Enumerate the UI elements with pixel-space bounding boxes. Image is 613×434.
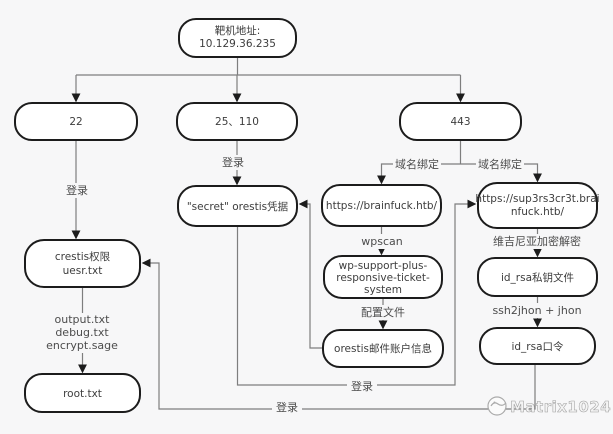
node-wp-plugin: wp-support-plus- responsive-ticket- syst…: [323, 255, 443, 299]
svg-text:crestis权限: crestis权限: [55, 250, 111, 263]
edge-label-ssh2john: ssh2jhon + jhon: [492, 303, 582, 318]
node-root-flag: root.txt: [24, 373, 141, 413]
svg-text:root.txt: root.txt: [63, 388, 102, 400]
node-orestis-mail-info: orestis邮件账户信息: [322, 329, 444, 368]
node-crestis-user-flag: crestis权限 uesr.txt: [24, 239, 141, 288]
svg-text:encrypt.sage: encrypt.sage: [46, 339, 118, 352]
svg-text:靶机地址:: 靶机地址:: [215, 24, 261, 37]
svg-text:id_rsa私钥文件: id_rsa私钥文件: [501, 271, 574, 284]
svg-text:22: 22: [69, 116, 82, 128]
watermark: Matrix1024: [487, 396, 611, 416]
node-port-443: 443: [399, 102, 522, 141]
edge-label-domain-bind-right: 域名绑定: [476, 157, 524, 171]
edge-label-login-ssh22: 登录: [62, 183, 92, 198]
node-target-address: 靶机地址: 10.129.36.235: [178, 18, 297, 58]
svg-text:443: 443: [450, 116, 470, 128]
node-port-22: 22: [14, 102, 138, 141]
edge-secret-to-forum: [236, 199, 477, 386]
svg-text:登录: 登录: [222, 155, 244, 169]
svg-text:"secret" orestis凭据: "secret" orestis凭据: [187, 200, 289, 213]
node-brainfuck-site: https://brainfuck.htb/: [321, 184, 442, 227]
svg-text:nfuck.htb/: nfuck.htb/: [511, 206, 565, 218]
svg-text:orestis邮件账户信息: orestis邮件账户信息: [334, 342, 432, 355]
edge-label-login-forum: 登录: [347, 379, 377, 393]
edge-label-vigenere: 维吉尼亚加密解密: [492, 234, 583, 249]
svg-text:登录: 登录: [351, 379, 373, 393]
svg-text:https://brainfuck.htb/: https://brainfuck.htb/: [326, 200, 438, 212]
edge-label-login-mail: 登录: [218, 155, 248, 170]
watermark-text: Matrix1024: [510, 398, 611, 416]
edge-label-files: output.txt debug.txt encrypt.sage: [40, 313, 125, 353]
node-port-25-110: 25、110: [176, 102, 298, 141]
svg-text:域名绑定: 域名绑定: [395, 157, 439, 171]
svg-text:10.129.36.235: 10.129.36.235: [199, 38, 276, 50]
svg-text:output.txt: output.txt: [55, 313, 111, 326]
node-id-rsa-passphrase: id_rsa口令: [479, 327, 596, 365]
svg-text:维吉尼亚加密解密: 维吉尼亚加密解密: [493, 234, 581, 248]
svg-text:ssh2jhon + jhon: ssh2jhon + jhon: [492, 304, 581, 317]
svg-text:登录: 登录: [276, 400, 298, 414]
svg-text:responsive-ticket-: responsive-ticket-: [336, 272, 430, 284]
svg-text:wpscan: wpscan: [361, 235, 402, 248]
edge-label-domain-bind-left: 域名绑定: [393, 157, 441, 171]
svg-text:uesr.txt: uesr.txt: [63, 265, 103, 277]
bird-logo-icon: [487, 396, 507, 416]
edge-label-config-file: 配置文件: [360, 305, 406, 320]
svg-text:配置文件: 配置文件: [361, 305, 405, 319]
node-id-rsa-key: id_rsa私钥文件: [477, 257, 598, 297]
edge-pass-to-crestis: [141, 258, 536, 410]
svg-text:debug.txt: debug.txt: [55, 326, 109, 339]
svg-text:id_rsa口令: id_rsa口令: [511, 340, 564, 353]
nodes: 靶机地址: 10.129.36.235 22 25、110 443 "secre…: [14, 18, 600, 413]
svg-text:system: system: [364, 284, 402, 296]
svg-text:25、110: 25、110: [215, 116, 259, 128]
svg-text:登录: 登录: [66, 183, 88, 197]
svg-text:域名绑定: 域名绑定: [478, 157, 522, 171]
node-secret-credentials: "secret" orestis凭据: [177, 185, 298, 227]
edge-label-wpscan: wpscan: [360, 234, 404, 249]
svg-text:https://sup3rs3cr3t.brai: https://sup3rs3cr3t.brai: [475, 193, 599, 205]
edge-mail-to-secret: [298, 199, 323, 349]
node-supersecret-site: https://sup3rs3cr3t.brai nfuck.htb/: [475, 182, 600, 229]
edge-label-login-key: 登录: [272, 400, 302, 414]
svg-text:wp-support-plus-: wp-support-plus-: [339, 260, 428, 272]
edge-labels: 登录 登录 域名绑定 域名绑定 wpscan 配置文件 维吉尼亚加密解密 ss: [40, 155, 583, 414]
